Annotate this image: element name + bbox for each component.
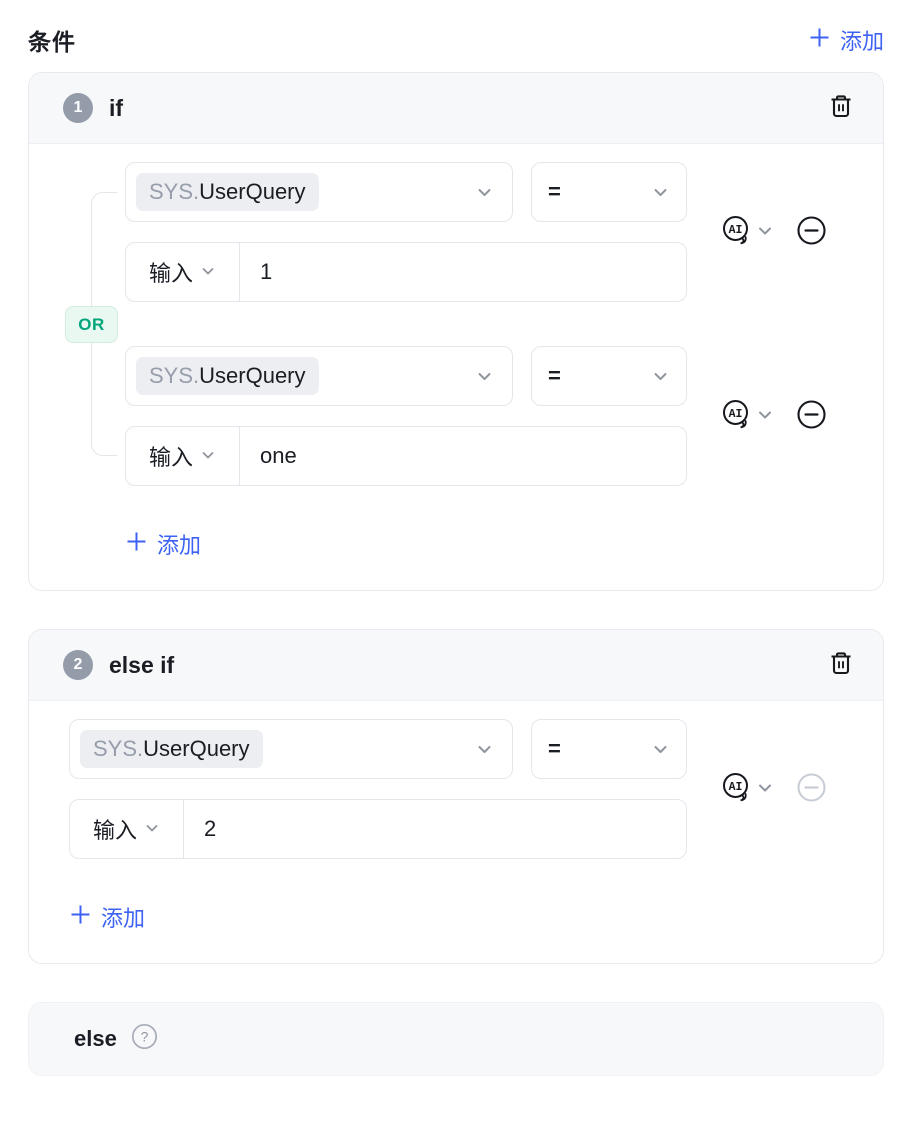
chevron-down-icon <box>475 183 494 202</box>
variable-prefix: SYS. <box>149 363 200 388</box>
chevron-down-icon <box>756 406 774 427</box>
branch-header: 2 else if <box>29 630 883 701</box>
remove-condition-button[interactable] <box>796 399 827 433</box>
else-label: else <box>74 1026 117 1051</box>
condition-group: SYS.UserQuery = <box>69 719 859 859</box>
variable-select[interactable]: SYS.UserQuery <box>125 162 513 222</box>
variable-tag: SYS.UserQuery <box>136 173 319 211</box>
ai-icon: AI <box>720 398 753 434</box>
variable-select[interactable]: SYS.UserQuery <box>125 346 513 406</box>
value-input[interactable] <box>184 800 686 858</box>
variable-name: UserQuery <box>199 363 306 388</box>
chevron-down-icon <box>756 222 774 243</box>
operator-select[interactable]: = <box>531 162 687 222</box>
ai-icon: AI <box>720 771 753 807</box>
svg-text:AI: AI <box>728 781 742 794</box>
value-input-row: 输入 <box>69 799 687 859</box>
plus-icon <box>808 26 831 55</box>
add-condition-label: 添加 <box>157 533 202 558</box>
value-input[interactable] <box>240 427 686 485</box>
operator-value: = <box>548 179 561 204</box>
variable-tag: SYS.UserQuery <box>80 730 263 768</box>
ai-icon: AI <box>720 214 753 250</box>
branch-header: 1 if <box>29 73 883 144</box>
chevron-down-icon <box>475 740 494 759</box>
variable-tag: SYS.UserQuery <box>136 357 319 395</box>
logic-rail: OR <box>53 162 125 486</box>
variable-select[interactable]: SYS.UserQuery <box>69 719 513 779</box>
ai-generate-button[interactable]: AI <box>720 214 774 250</box>
operator-value: = <box>548 363 561 388</box>
branch-label: if <box>109 94 124 121</box>
trash-icon <box>827 649 855 681</box>
branch-index-badge: 2 <box>63 650 93 680</box>
variable-prefix: SYS. <box>93 736 144 761</box>
svg-text:?: ? <box>140 1029 148 1045</box>
operator-value: = <box>548 736 561 761</box>
chevron-down-icon <box>756 779 774 800</box>
branch-card-else-if: 2 else if SYS.UserQuery <box>28 629 884 964</box>
add-branch-button[interactable]: 添加 <box>808 24 884 56</box>
value-type-select[interactable]: 输入 <box>126 243 240 301</box>
add-condition-button[interactable]: 添加 <box>125 528 201 560</box>
add-branch-label: 添加 <box>839 29 884 54</box>
value-type-select[interactable]: 输入 <box>70 800 184 858</box>
chevron-down-icon <box>651 183 670 202</box>
ai-generate-button[interactable]: AI <box>720 398 774 434</box>
branch-body: SYS.UserQuery = <box>29 701 883 963</box>
add-condition-button[interactable]: 添加 <box>69 901 145 933</box>
chevron-down-icon <box>475 367 494 386</box>
help-icon[interactable]: ? <box>130 1022 159 1056</box>
ai-generate-button[interactable]: AI <box>720 771 774 807</box>
condition-group: SYS.UserQuery = <box>125 162 859 302</box>
variable-name: UserQuery <box>199 179 306 204</box>
variable-name: UserQuery <box>143 736 250 761</box>
chevron-down-icon <box>200 443 216 469</box>
value-input-row: 输入 <box>125 426 687 486</box>
value-input-row: 输入 <box>125 242 687 302</box>
delete-branch-button[interactable] <box>827 649 855 681</box>
branch-body: OR SYS.UserQuery <box>29 144 883 590</box>
minus-circle-icon <box>796 215 827 249</box>
value-type-label: 输入 <box>148 445 193 470</box>
svg-text:AI: AI <box>728 408 742 421</box>
chevron-down-icon <box>144 816 160 842</box>
value-type-label: 输入 <box>92 818 137 843</box>
chevron-down-icon <box>651 740 670 759</box>
operator-select[interactable]: = <box>531 719 687 779</box>
value-type-label: 输入 <box>148 261 193 286</box>
plus-icon <box>69 903 92 932</box>
branch-index-badge: 1 <box>63 93 93 123</box>
add-condition-label: 添加 <box>101 906 146 931</box>
value-input[interactable] <box>240 243 686 301</box>
minus-circle-icon <box>796 772 827 806</box>
chevron-down-icon <box>200 259 216 285</box>
value-type-select[interactable]: 输入 <box>126 427 240 485</box>
svg-text:AI: AI <box>728 224 742 237</box>
remove-condition-button[interactable] <box>796 215 827 249</box>
minus-circle-icon <box>796 399 827 433</box>
variable-prefix: SYS. <box>149 179 200 204</box>
operator-select[interactable]: = <box>531 346 687 406</box>
remove-condition-button-disabled <box>796 772 827 806</box>
page-title: 条件 <box>28 29 76 55</box>
branch-card-if: 1 if OR <box>28 72 884 591</box>
branch-label: else if <box>109 651 175 678</box>
chevron-down-icon <box>651 367 670 386</box>
delete-branch-button[interactable] <box>827 92 855 124</box>
plus-icon <box>125 530 148 559</box>
logic-operator-toggle[interactable]: OR <box>65 306 118 343</box>
condition-group: SYS.UserQuery = <box>125 346 859 486</box>
else-branch-card: else ? <box>28 1002 884 1076</box>
trash-icon <box>827 92 855 124</box>
condition-section-header: 条件 添加 <box>28 16 884 64</box>
